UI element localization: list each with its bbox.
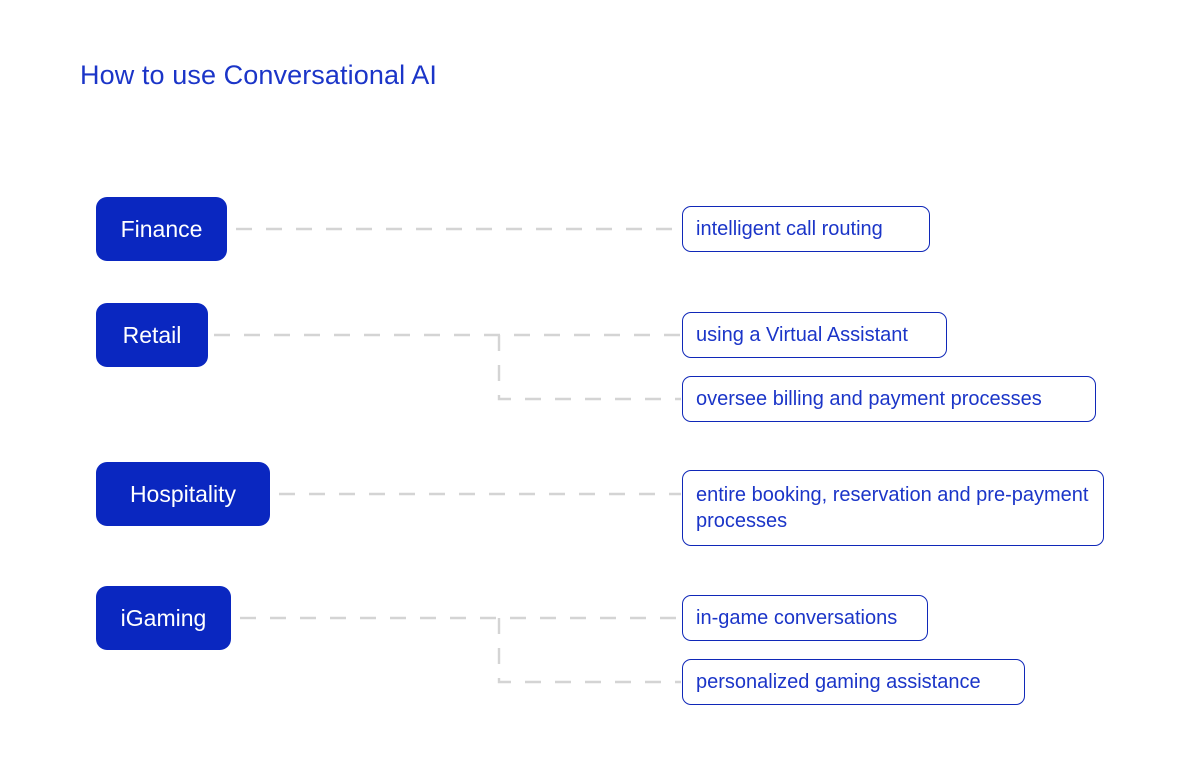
use-case-box-finance-1[interactable]: intelligent call routing — [682, 206, 930, 252]
use-case-label-retail-2: oversee billing and payment processes — [696, 388, 1042, 410]
category-box-hospitality[interactable]: Hospitality — [96, 462, 270, 526]
use-case-box-igaming-1[interactable]: in-game conversations — [682, 595, 928, 641]
use-case-box-retail-2[interactable]: oversee billing and payment processes — [682, 376, 1096, 422]
use-case-box-retail-1[interactable]: using a Virtual Assistant — [682, 312, 947, 358]
use-case-box-hospitality-1[interactable]: entire booking, reservation and pre-paym… — [682, 470, 1104, 546]
use-case-label-finance-1: intelligent call routing — [696, 218, 883, 240]
use-case-label-igaming-1: in-game conversations — [696, 607, 898, 629]
connector-igaming-2 — [497, 618, 681, 684]
category-label-finance: Finance — [120, 216, 203, 242]
use-case-box-igaming-2[interactable]: personalized gaming assistance — [682, 659, 1025, 705]
connector-retail-2 — [497, 335, 681, 401]
use-case-label-retail-1: using a Virtual Assistant — [696, 324, 908, 346]
category-label-igaming: iGaming — [120, 605, 207, 631]
use-case-label-hospitality-1: entire booking, reservation and pre-paym… — [696, 484, 1089, 532]
category-box-igaming[interactable]: iGaming — [96, 586, 231, 650]
page-title: How to use Conversational AI — [80, 60, 437, 90]
use-case-label-igaming-2: personalized gaming assistance — [696, 671, 981, 693]
category-box-finance[interactable]: Finance — [96, 197, 227, 261]
category-label-hospitality: Hospitality — [129, 481, 237, 507]
category-label-retail: Retail — [122, 322, 182, 348]
category-box-retail[interactable]: Retail — [96, 303, 208, 367]
